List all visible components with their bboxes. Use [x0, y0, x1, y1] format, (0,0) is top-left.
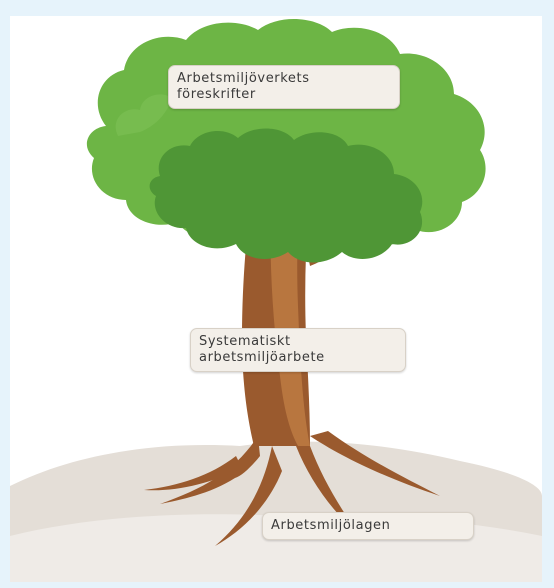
label-regulations: Arbetsmiljöverkets föreskrifter [168, 65, 400, 109]
label-systematic-work-line2: arbetsmiljöarbete [199, 350, 325, 365]
label-systematic-work-line1: Systematiskt [199, 334, 291, 349]
label-regulations-line1: Arbetsmiljöverkets [177, 71, 310, 86]
diagram-card: Arbetsmiljöverkets föreskrifter Systemat… [10, 16, 542, 582]
label-regulations-line2: föreskrifter [177, 87, 256, 102]
label-work-environment-act-text: Arbetsmiljölagen [271, 518, 391, 533]
label-systematic-work: Systematiskt arbetsmiljöarbete [190, 328, 406, 372]
label-work-environment-act: Arbetsmiljölagen [262, 512, 474, 540]
tree-canopy [86, 18, 486, 263]
